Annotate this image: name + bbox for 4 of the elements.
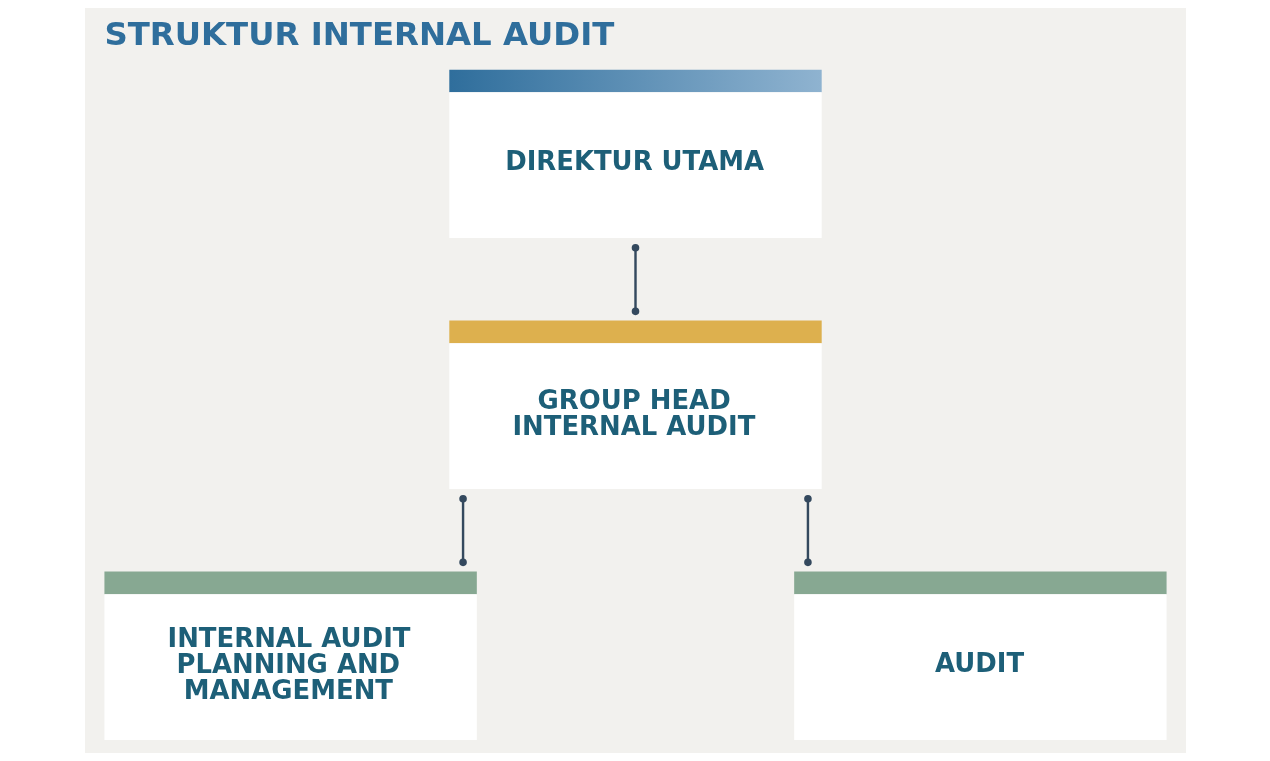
connector [631,243,639,316]
connector [458,494,467,567]
diagram-title: STRUKTUR INTERNAL AUDIT [103,15,614,54]
connector [803,494,812,567]
